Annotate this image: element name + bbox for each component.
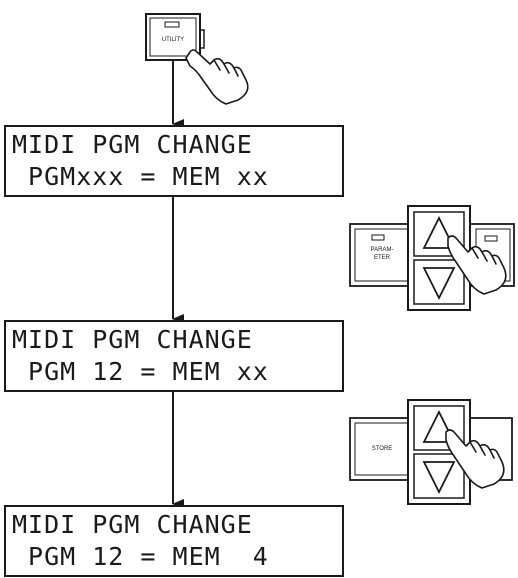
parameter-down-button[interactable] [413,259,465,305]
lcd-line-1: MIDI PGM CHANGE [12,510,253,539]
down-arrow-icon [422,267,456,301]
down-arrow-icon [422,461,456,495]
pressing-hand-icon-parameter [447,235,507,295]
utility-button[interactable]: UTILITY [145,13,205,61]
up-arrow-icon [422,215,456,249]
pressing-hand-icon-store [445,429,505,489]
pressing-hand-icon [185,49,249,105]
lcd-display-2: MIDI PGM CHANGE PGM 12 = MEM xx [4,320,344,392]
lcd-line-2: PGM 12 = MEM xx [12,357,269,386]
lcd-line-1: MIDI PGM CHANGE [12,325,253,354]
utility-button-label: UTILITY [162,37,184,43]
parameter-label-line2: ETER [374,255,391,261]
store-label: STORE [372,446,393,452]
lcd-line-2: PGM 12 = MEM 4 [12,542,269,571]
lcd-line-2: PGMxxx = MEM xx [12,162,269,191]
parameter-led-icon [371,234,385,241]
utility-led-icon [164,21,180,28]
parameter-label-line1: PARAM- [371,247,394,253]
lcd-display-3: MIDI PGM CHANGE PGM 12 = MEM 4 [4,505,344,577]
lcd-display-1: MIDI PGM CHANGE PGMxxx = MEM xx [4,125,344,197]
lcd-line-1: MIDI PGM CHANGE [12,130,253,159]
parameter-right-led-icon [484,235,498,242]
store-down-button[interactable] [413,453,465,499]
